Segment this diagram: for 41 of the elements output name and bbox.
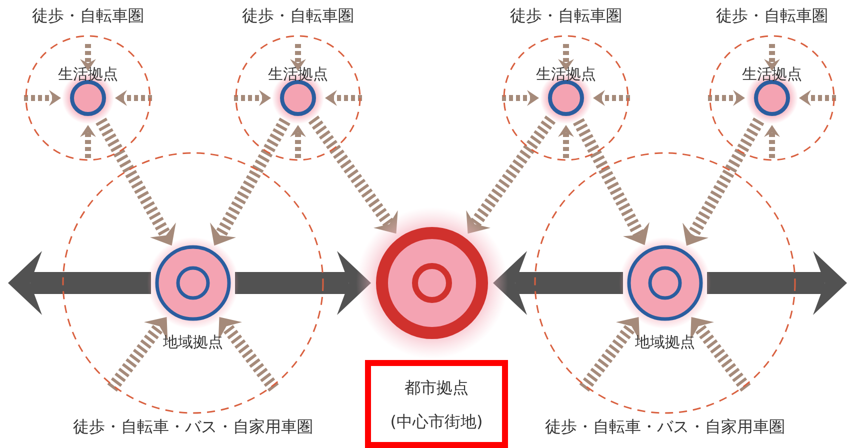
hatched-arrow <box>690 317 751 392</box>
dotted-arrow <box>80 44 96 71</box>
hatched-arrow <box>107 317 168 392</box>
dotted-arrow <box>290 44 306 71</box>
zone-label: 徒歩・自転車・バス・自家用車圏 <box>545 417 785 437</box>
dotted-arrow <box>799 90 836 106</box>
hub-label: 生活拠点 <box>58 64 118 84</box>
hub-label: (中心市街地) <box>390 412 483 432</box>
zone-label: 徒歩・自転車・バス・自家用車圏 <box>73 417 313 437</box>
hub-label: 都市拠点 <box>404 378 468 398</box>
dotted-arrow <box>325 90 362 106</box>
hub-label: 地域拠点 <box>163 332 223 352</box>
hatched-arrow <box>210 118 290 246</box>
thick-arrow <box>8 251 151 315</box>
hub-label: 生活拠点 <box>536 64 596 84</box>
zone-label: 徒歩・自転車圏 <box>510 6 622 26</box>
hub-label: 生活拠点 <box>742 64 802 84</box>
highlight-frame <box>365 360 508 448</box>
dotted-arrow <box>502 90 539 106</box>
dotted-arrow <box>764 125 780 158</box>
dotted-arrow <box>290 125 306 158</box>
zone-label: 徒歩・自転車圏 <box>716 6 828 26</box>
dotted-arrow <box>115 90 152 106</box>
dotted-arrow <box>708 90 745 106</box>
hatched-arrow <box>682 118 764 246</box>
zone-label: 徒歩・自転車圏 <box>242 6 354 26</box>
hatched-arrow <box>572 118 650 246</box>
dotted-arrow <box>558 44 574 71</box>
zone-label: 徒歩・自転車圏 <box>32 6 144 26</box>
dotted-arrow <box>80 125 96 158</box>
hatched-arrow <box>218 317 279 392</box>
hub-label: 地域拠点 <box>635 332 695 352</box>
dotted-arrow <box>234 90 271 106</box>
dotted-arrow <box>558 125 574 158</box>
dotted-arrow <box>593 90 630 106</box>
hub-label: 生活拠点 <box>268 64 328 84</box>
dotted-arrow <box>764 44 780 71</box>
dotted-arrow <box>24 90 61 106</box>
hatched-arrow <box>579 317 640 392</box>
hatched-arrow <box>96 118 176 246</box>
thick-arrow <box>707 251 847 315</box>
